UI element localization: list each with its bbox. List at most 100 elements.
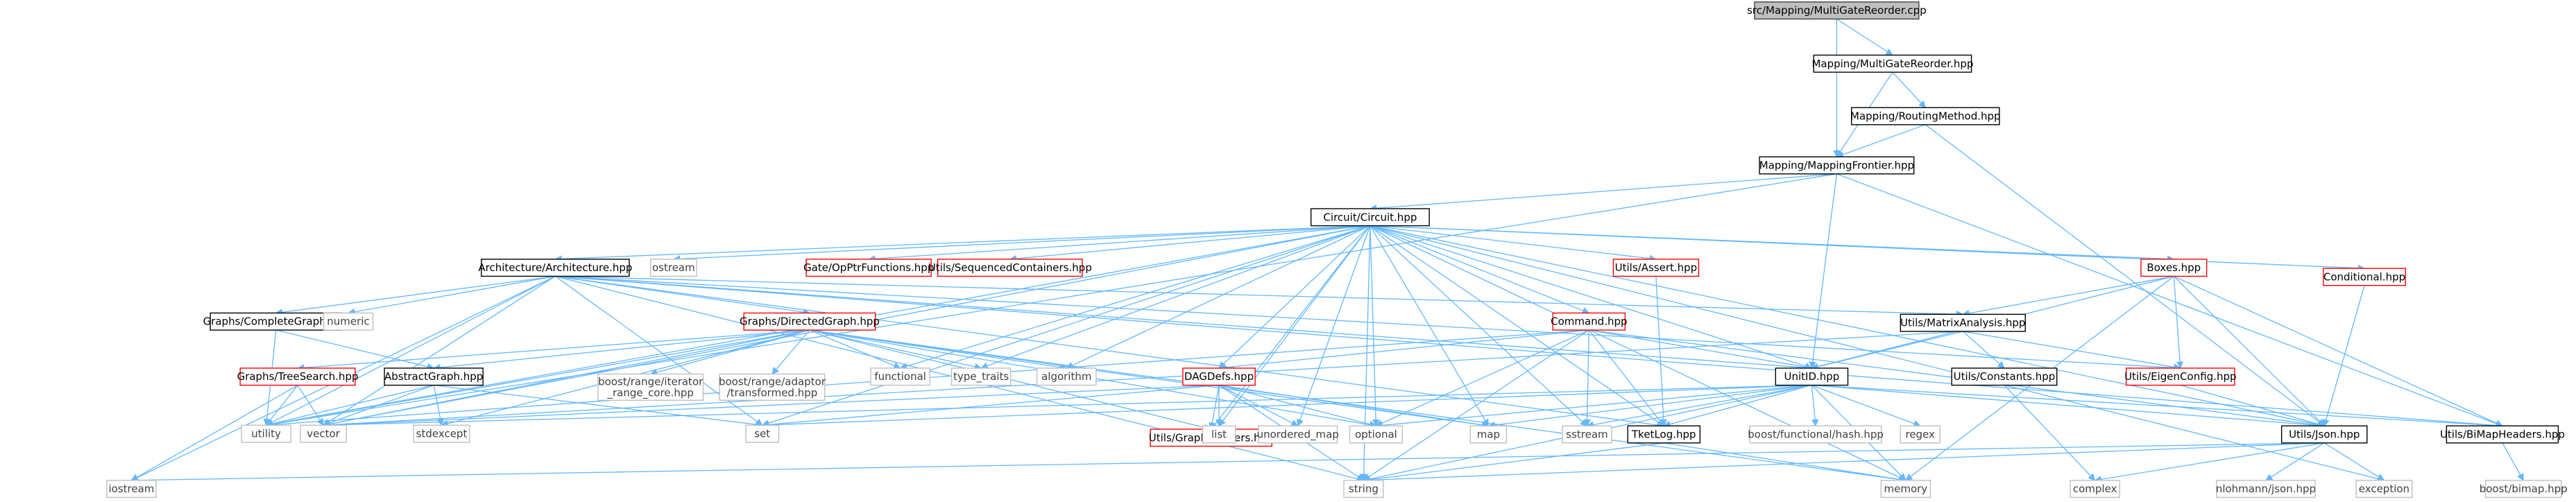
node-map: map xyxy=(1469,425,1508,444)
node-cmd[interactable]: Command.hpp xyxy=(1551,312,1628,331)
node-mgr[interactable]: Mapping/MultiGateReorder.hpp xyxy=(1811,54,1973,73)
node-box xyxy=(1754,1,1920,20)
edge-circ-to-unitid xyxy=(1370,225,1813,370)
edge-line xyxy=(2323,442,2385,481)
node-tketlog[interactable]: TketLog.hpp xyxy=(1627,425,1701,444)
node-box xyxy=(2485,480,2562,499)
edge-line xyxy=(1370,225,2366,272)
edge-line xyxy=(555,275,2181,372)
node-rm[interactable]: Mapping/RoutingMethod.hpp xyxy=(1850,107,2001,125)
edge-line xyxy=(433,329,810,372)
edge-dg-to-brirc xyxy=(649,329,810,376)
edge-line xyxy=(1487,384,1812,429)
node-box xyxy=(384,367,484,386)
edge-line xyxy=(130,384,298,481)
edge-line xyxy=(297,385,324,426)
edge-ts-to-utility xyxy=(265,385,298,426)
node-label: Utils/MatrixAnalysis.hpp xyxy=(1900,317,2025,329)
edge-line xyxy=(761,384,1220,429)
node-root[interactable]: src/Mapping/MultiGateReorder.cpp xyxy=(1747,1,1927,20)
edge-dg-to-utility xyxy=(265,329,810,428)
edge-line xyxy=(1363,442,2325,484)
node-label: unordered_map xyxy=(1257,429,1339,442)
node-box xyxy=(1951,367,2058,386)
edge-line xyxy=(555,275,1813,372)
node-label: ostream xyxy=(652,261,695,274)
edge-cmd-to-dag xyxy=(1218,329,1589,372)
edge-line xyxy=(809,329,1907,483)
edge-line xyxy=(265,385,298,426)
node-cond[interactable]: Conditional.hpp xyxy=(2323,268,2406,286)
node-bimaph[interactable]: Utils/BiMapHeaders.hpp xyxy=(2440,425,2565,444)
edge-circ-to-optional xyxy=(1370,225,1380,427)
edge-line xyxy=(1370,225,1380,427)
edge-line xyxy=(1962,331,2005,369)
node-box xyxy=(650,259,697,277)
edge-unitid-to-map xyxy=(1487,384,1812,429)
node-json[interactable]: Utils/Json.hpp xyxy=(2280,425,2368,444)
edge-rm-to-json xyxy=(1925,124,2326,426)
node-label: Utils/SequencedContainers.hpp xyxy=(928,261,1092,274)
node-dag[interactable]: DAGDefs.hpp xyxy=(1182,367,1256,386)
edge-mgr-to-rm xyxy=(1892,71,1926,108)
node-boxes[interactable]: Boxes.hpp xyxy=(2140,259,2208,277)
node-cg[interactable]: Graphs/CompleteGraph.hpp xyxy=(203,312,350,331)
node-box xyxy=(1749,425,1882,444)
node-layer: src/Mapping/MultiGateReorder.cppMapping/… xyxy=(106,1,2568,499)
node-opptr[interactable]: Gate/OpPtrFunctions.hpp xyxy=(803,259,934,277)
edge-line xyxy=(130,442,2325,484)
node-box xyxy=(210,312,343,331)
node-label: Utils/EigenConfig.hpp xyxy=(2124,370,2236,383)
node-const[interactable]: Utils/Constants.hpp xyxy=(1951,367,2058,386)
node-box xyxy=(2216,480,2316,499)
node-algorithm: algorithm xyxy=(1036,367,1097,386)
node-label: iostream xyxy=(108,483,154,495)
edge-unitid-to-set xyxy=(761,384,1812,429)
node-assert[interactable]: Utils/Assert.hpp xyxy=(1612,259,1700,277)
node-box xyxy=(1612,259,1700,277)
node-mf[interactable]: Mapping/MappingFrontier.hpp xyxy=(1759,156,1915,175)
node-optional: optional xyxy=(1349,425,1404,444)
edge-boxes-to-json xyxy=(2173,275,2325,426)
node-box xyxy=(1759,156,1915,175)
edge-circ-to-gh xyxy=(1211,225,1371,430)
node-circ[interactable]: Circuit/Circuit.hpp xyxy=(1310,208,1430,227)
node-ag[interactable]: AbstractGraph.hpp xyxy=(384,367,484,386)
node-label: Graphs/CompleteGraph.hpp xyxy=(203,315,350,328)
edge-json-to-nlohmann xyxy=(2265,442,2325,481)
edge-dag-to-umap xyxy=(1218,384,1299,426)
node-box xyxy=(1258,425,1338,444)
node-label: Utils/BiMapHeaders.hpp xyxy=(2440,429,2565,441)
node-ts[interactable]: Graphs/TreeSearch.hpp xyxy=(237,367,359,386)
edge-unitid-to-json xyxy=(1811,384,2326,429)
node-ma[interactable]: Utils/MatrixAnalysis.hpp xyxy=(1900,313,2026,332)
edge-root-to-mgr xyxy=(1836,18,1893,56)
edge-arch-to-tketlog xyxy=(555,275,1665,429)
edge-line xyxy=(1370,225,1813,370)
node-box xyxy=(1202,425,1236,444)
node-label: stdexcept xyxy=(416,428,468,440)
edge-ts-to-iostream xyxy=(130,384,298,481)
node-label: Graphs/DirectedGraph.hpp xyxy=(740,315,880,328)
node-dg[interactable]: Graphs/DirectedGraph.hpp xyxy=(740,312,880,331)
edge-circ-to-json xyxy=(1370,225,2326,429)
node-unitid[interactable]: UnitID.hpp xyxy=(1775,367,1849,386)
node-box xyxy=(950,367,1012,386)
edge-line xyxy=(265,173,1837,428)
node-arch[interactable]: Architecture/Architecture.hpp xyxy=(478,259,632,277)
node-eigen[interactable]: Utils/EigenConfig.hpp xyxy=(2124,367,2237,386)
node-list: list xyxy=(1202,425,1236,444)
edge-ma-to-eigen xyxy=(1963,331,2181,371)
edge-arch-to-utility xyxy=(265,275,556,426)
node-functional: functional xyxy=(870,367,930,386)
edge-cmd-to-optional xyxy=(1375,329,1589,427)
node-seqc[interactable]: Utils/SequencedContainers.hpp xyxy=(928,259,1092,277)
node-label: Command.hpp xyxy=(1551,315,1627,328)
edge-dag-to-vector xyxy=(322,384,1220,429)
edge-circ-to-umap xyxy=(1296,225,1371,427)
edge-line xyxy=(323,275,556,426)
node-label: Graphs/TreeSearch.hpp xyxy=(237,370,359,383)
node-box xyxy=(1349,425,1404,444)
node-memory: memory xyxy=(1880,480,1931,499)
